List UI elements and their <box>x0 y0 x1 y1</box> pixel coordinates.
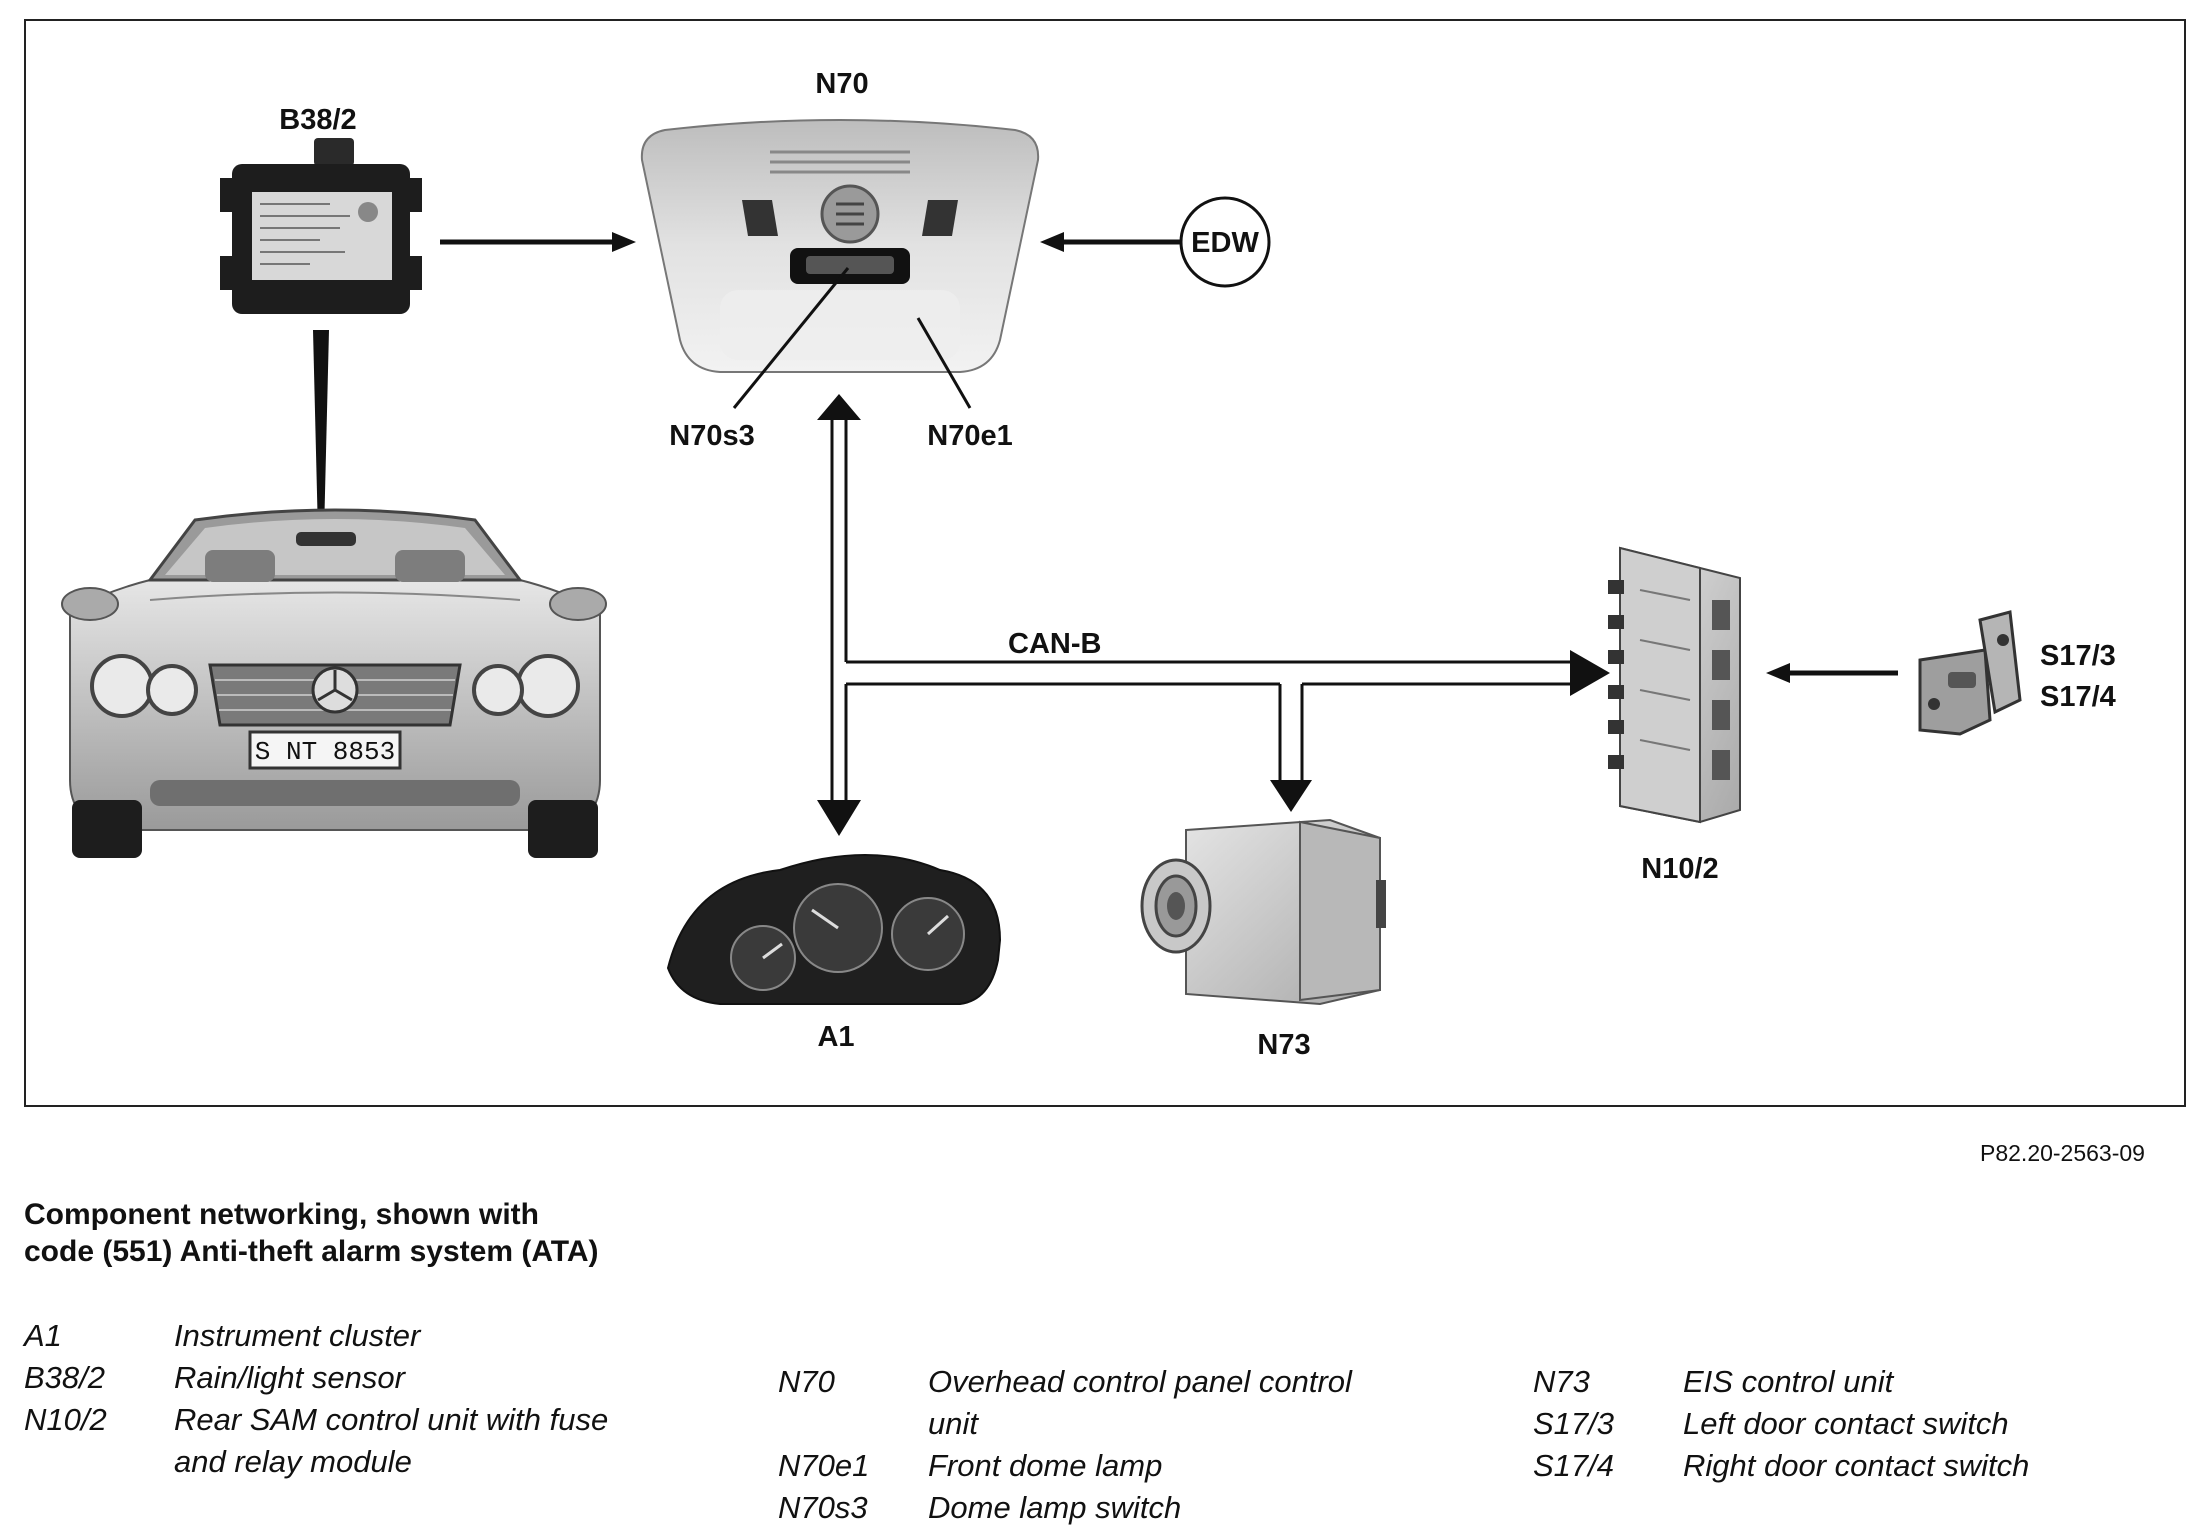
legend-description: Dome lamp switch <box>928 1490 1182 1525</box>
legend-description: Instrument cluster <box>174 1318 421 1353</box>
legend-row: and relay module <box>24 1441 608 1483</box>
legend-row: B38/2 Rain/light sensor <box>24 1357 608 1399</box>
legend-description: Left door contact switch <box>1683 1406 2009 1441</box>
label-n70: N70 <box>815 68 868 100</box>
legend-row: N10/2 Rear SAM control unit with fuse <box>24 1399 608 1441</box>
legend-row: S17/3 Left door contact switch <box>1533 1403 2029 1445</box>
bus-arrow-to-n10-2 <box>1570 650 1610 696</box>
legend-code: N10/2 <box>24 1402 107 1437</box>
license-plate-text: S NT 8853 <box>255 737 395 767</box>
legend-code: A1 <box>24 1318 62 1353</box>
caption-line-2: code (551) Anti-theft alarm system (ATA) <box>24 1235 599 1268</box>
leader-n70e1 <box>916 317 972 409</box>
legend-row: N70e1 Front dome lamp <box>778 1445 1352 1487</box>
legend-code <box>778 1403 928 1445</box>
legend-row: N70s3 Dome lamp switch <box>778 1487 1352 1529</box>
label-b38-2: B38/2 <box>279 104 356 136</box>
bus-arrow-to-a1 <box>817 800 861 836</box>
label-s17-3: S17/3 <box>2040 640 2116 672</box>
sensor-pointer <box>313 330 329 534</box>
legend-description: Rear SAM control unit with fuse <box>174 1402 609 1437</box>
bus-arrow-to-n70 <box>817 394 861 420</box>
legend-code: N73 <box>1533 1364 1590 1399</box>
label-a1: A1 <box>817 1021 854 1053</box>
car-illustration: S NT 8853 <box>61 508 607 858</box>
label-n70e1: N70e1 <box>927 420 1012 452</box>
legend-description: and relay module <box>174 1444 412 1479</box>
label-can-b: CAN-B <box>1008 628 1101 660</box>
legend-description: Front dome lamp <box>928 1448 1163 1483</box>
rear-sam-control-unit <box>1608 546 1741 824</box>
legend-description: unit <box>928 1406 978 1441</box>
legend-code: S17/4 <box>1533 1448 1615 1483</box>
eis-control-unit <box>1140 818 1386 1006</box>
legend-column-3: N73 EIS control unit S17/3 Left door con… <box>1533 1361 2029 1487</box>
legend-code: B38/2 <box>24 1360 106 1395</box>
arrow-b38-to-n70 <box>440 232 636 252</box>
legend-row: unit <box>778 1403 1352 1445</box>
legend-column-2: N70 Overhead control panel control unit … <box>778 1361 1352 1529</box>
label-n70s3: N70s3 <box>669 420 754 452</box>
label-s17-4: S17/4 <box>2040 681 2116 713</box>
figure-reference: P82.20-2563-09 <box>1980 1140 2145 1166</box>
legend-code: N70e1 <box>778 1448 870 1483</box>
diagram-frame <box>24 19 2186 1107</box>
legend-row: N70 Overhead control panel control <box>778 1361 1352 1403</box>
figure-caption: Component networking, shown with code (5… <box>24 1196 599 1270</box>
caption-line-1: Component networking, shown with <box>24 1198 539 1231</box>
legend-description: Right door contact switch <box>1683 1448 2030 1483</box>
edw-circle <box>1179 196 1271 288</box>
bus-arrow-to-n73 <box>1270 780 1312 812</box>
arrow-s17-to-n10-2 <box>1766 663 1898 683</box>
legend-code: N70s3 <box>778 1490 868 1525</box>
legend-description: Rain/light sensor <box>174 1360 405 1395</box>
arrow-edw-to-n70 <box>1040 232 1180 252</box>
can-b-bus <box>830 420 1570 800</box>
legend-row: S17/4 Right door contact switch <box>1533 1445 2029 1487</box>
leader-n70s3 <box>732 267 850 409</box>
legend-code <box>24 1441 174 1483</box>
instrument-cluster <box>666 854 1002 1005</box>
label-n10-2: N10/2 <box>1641 853 1718 885</box>
legend-code: N70 <box>778 1364 835 1399</box>
door-contact-switch <box>1918 610 2022 736</box>
label-edw: EDW <box>1191 227 1259 259</box>
legend-description: Overhead control panel control <box>928 1364 1352 1399</box>
label-n73: N73 <box>1257 1029 1310 1061</box>
legend-code: S17/3 <box>1533 1406 1615 1441</box>
overhead-control-panel <box>640 119 1040 373</box>
rain-light-sensor <box>220 138 422 314</box>
legend-row: A1 Instrument cluster <box>24 1315 608 1357</box>
legend-description: EIS control unit <box>1683 1364 1894 1399</box>
network-diagram: B38/2 <box>61 68 2116 1061</box>
legend-column-1: A1 Instrument cluster B38/2 Rain/light s… <box>24 1315 608 1483</box>
legend-row: N73 EIS control unit <box>1533 1361 2029 1403</box>
